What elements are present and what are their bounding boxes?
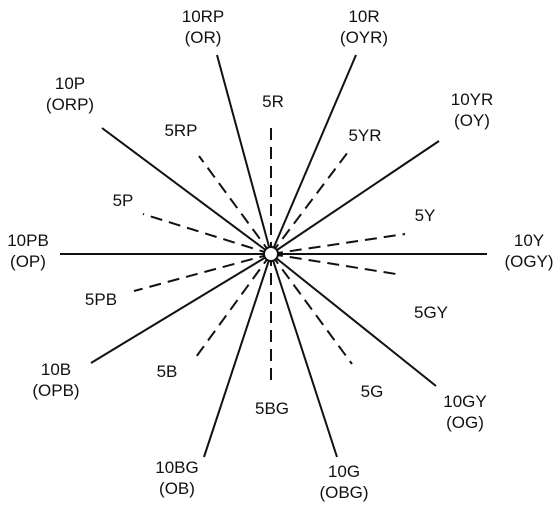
hue-label-10rp: 10RP [182,7,225,26]
minor-spoke-5yr [270,151,349,255]
minor-spoke-5b [195,253,272,358]
hue-label-5yr: 5YR [348,126,381,145]
major-spoke-10rp [216,54,272,255]
major-spoke-10yr [270,140,440,255]
spoke-labels: 10RP (OR) 10R (OYR) 10YR (OY) 10Y (OGY) 10GY (OG)… [7,7,553,502]
major-spoke-10r [270,54,357,255]
center-hub [263,246,279,262]
iscc-label-10b: (OPB) [32,381,79,400]
hue-label-5bg: 5BG [255,399,289,418]
hue-label-10p: 10P [55,74,85,93]
hue-label-10g: 10G [328,462,360,481]
hue-label-5b: 5B [157,362,178,381]
hue-label-10gy: 10GY [443,392,486,411]
major-spoke-10bg [203,253,272,458]
iscc-label-10p: (ORP) [46,95,94,114]
minor-spoke-5y [270,233,406,255]
minor-spoke-5p [142,213,272,255]
iscc-label-10rp: (OR) [185,28,222,47]
hue-label-5y: 5Y [415,206,436,225]
iscc-label-10gy: (OG) [446,413,484,432]
hue-label-5pb: 5PB [85,290,117,309]
iscc-label-10y: (OGY) [504,252,553,271]
major-spoke-10g [270,253,338,458]
minor-spoke-5pb [133,253,272,292]
iscc-label-10bg: (OB) [159,479,195,498]
hue-label-5gy: 5GY [414,303,448,322]
hue-label-10r: 10R [348,7,379,26]
hue-label-10yr: 10YR [451,90,494,109]
hue-label-5r: 5R [262,92,284,111]
hue-label-10pb: 10PB [7,231,49,250]
hue-label-10bg: 10BG [155,458,198,477]
minor-spoke-5rp [198,155,272,255]
iscc-label-10yr: (OY) [454,111,490,130]
spoke-lines [60,54,487,458]
hue-label-5g: 5G [361,382,384,401]
iscc-label-10pb: (OP) [10,252,46,271]
minor-spoke-5g [270,253,353,365]
iscc-label-10g: (OBG) [319,483,368,502]
major-spoke-10p [101,127,272,255]
minor-spoke-5gy [270,253,403,276]
major-spoke-10gy [270,253,437,387]
hue-label-10b: 10B [41,360,71,379]
iscc-label-10r: (OYR) [340,28,388,47]
major-spoke-10b [90,253,272,364]
hue-label-5p: 5P [113,191,134,210]
hue-label-5rp: 5RP [164,121,197,140]
hue-label-10y: 10Y [514,231,544,250]
